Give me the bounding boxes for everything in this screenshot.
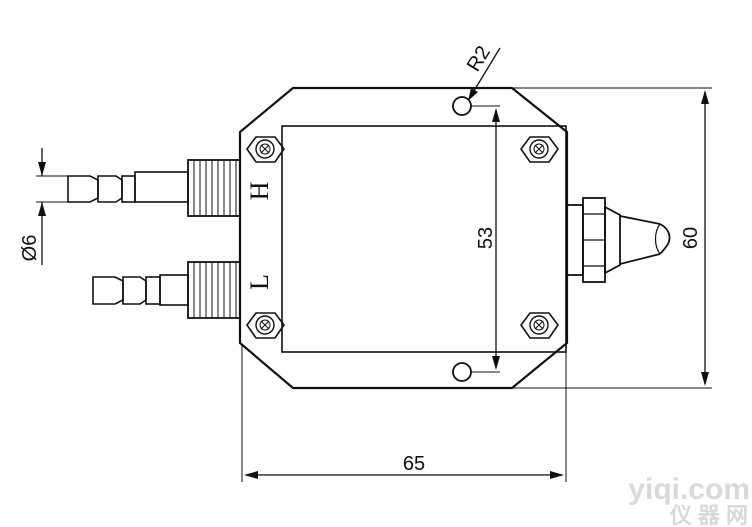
- mounting-screw-top-right: [520, 136, 559, 163]
- cable: [619, 215, 671, 265]
- dimension-width-label: 65: [403, 453, 425, 475]
- watermark-chinese: 仪 器 网: [669, 503, 748, 527]
- dimension-port-diameter-label: Ø6: [19, 235, 41, 262]
- dimension-port-diameter: [36, 148, 68, 265]
- pressure-port-high: [67, 159, 241, 217]
- mounting-screw-bottom-left: [246, 312, 285, 339]
- dimension-width: [241, 345, 567, 482]
- watermark-domain: yiqi.com: [628, 473, 750, 506]
- port-label-high: H: [245, 181, 274, 200]
- dimension-overall-height: [512, 87, 712, 389]
- dimension-hole-radius: [468, 47, 501, 101]
- port-label-low: L: [245, 274, 274, 290]
- mounting-hole-bottom: [452, 362, 472, 382]
- mounting-hole-top: [452, 96, 472, 116]
- dimension-overall-height-label: 60: [680, 227, 702, 249]
- mounting-screw-top-left: [246, 136, 285, 163]
- cable-gland: [566, 197, 621, 283]
- dimension-hole-spacing: [471, 105, 500, 373]
- housing: [238, 86, 569, 390]
- dimension-hole-radius-label: R2: [463, 42, 495, 75]
- mounting-screw-bottom-right: [520, 312, 559, 339]
- dimension-hole-spacing-label: 53: [475, 227, 497, 249]
- pressure-port-low: [92, 261, 241, 319]
